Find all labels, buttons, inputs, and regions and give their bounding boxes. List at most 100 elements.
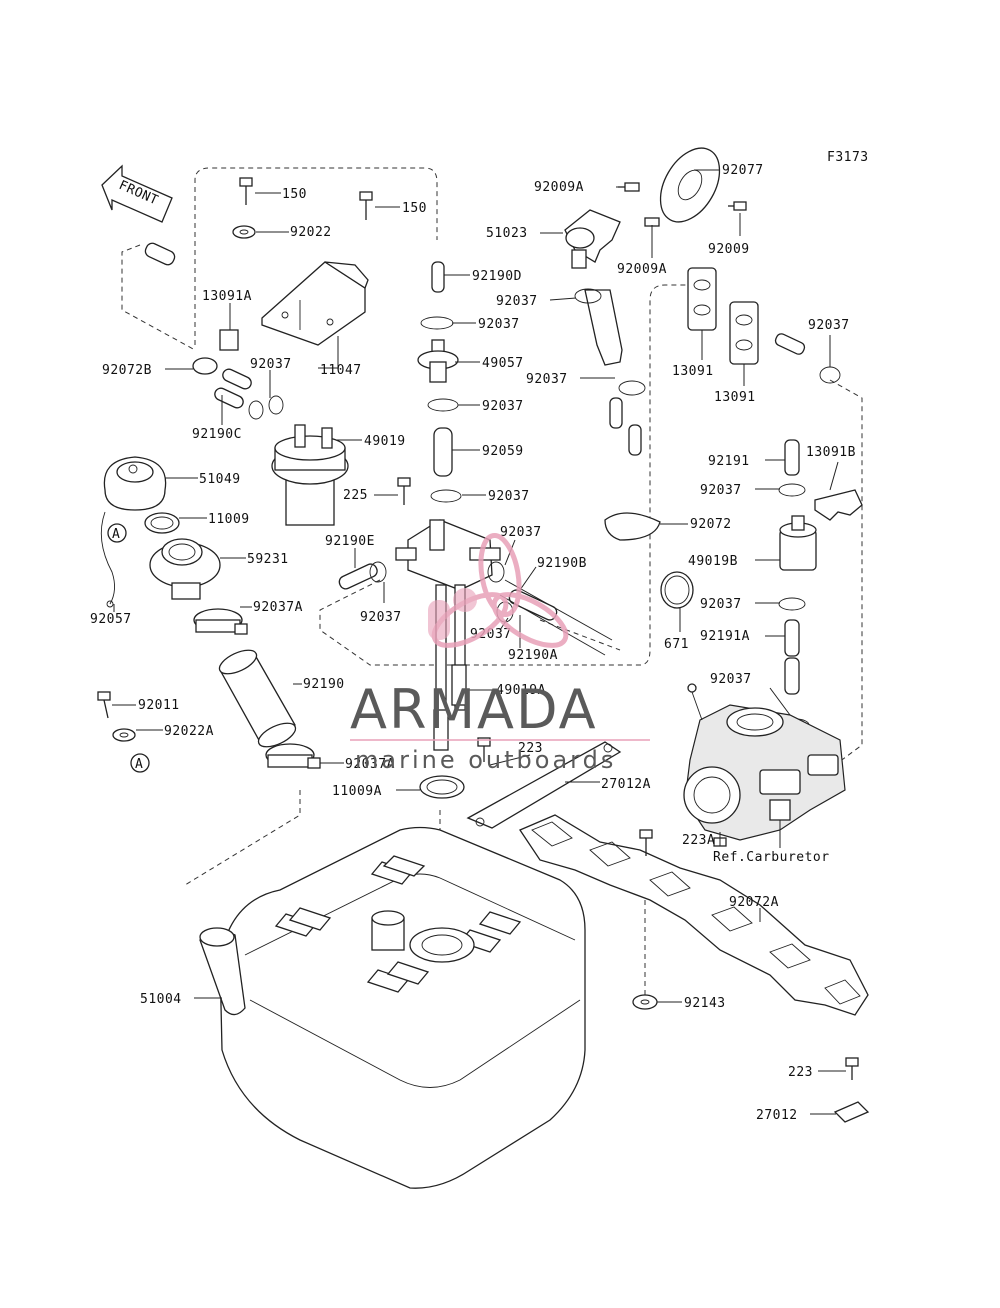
bolt-223-right [845, 1057, 859, 1080]
callout-92009A-b: 92009A [617, 262, 667, 277]
callout-92077: 92077 [722, 163, 764, 178]
callout-92037-d: 92037 [488, 489, 530, 504]
hose-clamp-92072 [604, 512, 661, 541]
callout-51023: 51023 [486, 226, 528, 241]
hose-clamp-92037A [193, 608, 248, 635]
callout-13091A: 13091A [202, 289, 252, 304]
washer-92022 [232, 225, 256, 239]
fuel-pump-51023 [564, 209, 621, 269]
clip-92037-e [369, 561, 387, 583]
callout-92072B: 92072B [102, 363, 152, 378]
hose-fittings-left [144, 242, 284, 420]
callout-59231: 59231 [247, 552, 289, 567]
callout-labels: 150 150 92022 11047 13091A 92072B 92190C… [90, 163, 856, 1123]
bolt-150-b [359, 191, 373, 220]
callout-92190C: 92190C [192, 427, 242, 442]
callout-92191: 92191 [708, 454, 750, 469]
clip-92037-j [819, 366, 841, 384]
callout-27012: 27012 [756, 1108, 798, 1123]
callout-92037-l: 92037 [700, 597, 742, 612]
callout-92059: 92059 [482, 444, 524, 459]
fuel-cap-51049 [103, 456, 167, 511]
callout-11047: 11047 [320, 363, 362, 378]
hose-clamp-92037A-lower [265, 743, 321, 769]
callout-92037-m: 92037 [710, 672, 752, 687]
callout-92037-h: 92037 [496, 294, 538, 309]
bolt-150-a [239, 177, 253, 205]
clip-92037-l [778, 597, 806, 611]
marker-a-top-label: A [112, 527, 120, 542]
callout-223-center: 223 [518, 741, 543, 756]
callout-49019A: 49019A [496, 683, 546, 698]
callout-92037-e: 92037 [360, 610, 402, 625]
callout-223-right: 223 [788, 1065, 813, 1080]
clip-92037-i [618, 380, 646, 396]
o-ring-671 [660, 571, 694, 609]
clip-92037-k [778, 483, 806, 497]
filler-neck-59231 [149, 538, 221, 600]
callout-92037-f: 92037 [500, 525, 542, 540]
callout-92057: 92057 [90, 612, 132, 627]
callout-92143: 92143 [684, 996, 726, 1011]
callout-92190A: 92190A [508, 648, 558, 663]
callout-92009A: 92009A [534, 180, 584, 195]
callout-92191A: 92191A [700, 629, 750, 644]
clip-92037-center-3 [430, 489, 462, 503]
callout-150-b: 150 [402, 201, 427, 216]
callout-92037-b: 92037 [478, 317, 520, 332]
callout-11009A: 11009A [332, 784, 382, 799]
callout-92037A: 92037A [253, 600, 303, 615]
callout-92037-c: 92037 [482, 399, 524, 414]
callout-49019B: 49019B [688, 554, 738, 569]
fuel-tank-51004 [199, 826, 586, 1189]
callout-13091B: 13091B [806, 445, 856, 460]
callout-92037-k: 92037 [700, 483, 742, 498]
hose-right-top [774, 333, 806, 355]
hose-92191A [784, 619, 800, 695]
propeller-logo-icon [428, 532, 569, 648]
callout-150-a: 150 [282, 187, 307, 202]
diagram-code: F3173 [827, 150, 869, 165]
ref-carburetor-label: Ref.Carburetor [713, 850, 830, 865]
callout-49019: 49019 [364, 434, 406, 449]
bolt-225 [397, 477, 411, 505]
callout-51004: 51004 [140, 992, 182, 1007]
callout-671: 671 [664, 637, 689, 652]
callout-92009: 92009 [708, 242, 750, 257]
callout-92190D: 92190D [472, 269, 522, 284]
bolt-223-center [477, 737, 491, 762]
washer-92143 [632, 994, 658, 1010]
callout-92022: 92022 [290, 225, 332, 240]
fuel-filter-bracket [261, 261, 369, 346]
callout-92011: 92011 [138, 698, 180, 713]
callout-49057: 49057 [482, 356, 524, 371]
callout-92072: 92072 [690, 517, 732, 532]
tether-92057 [100, 511, 115, 608]
marker-a-bottom-label: A [135, 757, 143, 772]
clip-92037-f [487, 561, 505, 583]
callout-92190B: 92190B [537, 556, 587, 571]
bolt-plate [639, 829, 653, 856]
clamp-13091-a [687, 267, 717, 331]
hose-92190E [338, 563, 378, 590]
fuel-filter-49019 [271, 424, 349, 526]
pump-hose-right [584, 289, 623, 366]
pump-outlet-hoses [609, 397, 642, 456]
callout-92072A: 92072A [729, 895, 779, 910]
callout-92037-g: 92037 [470, 627, 512, 642]
callout-223A: 223A [682, 833, 715, 848]
callout-92190: 92190 [303, 677, 345, 692]
carburetor-reference [683, 683, 846, 841]
gasket-11009 [144, 512, 180, 534]
callout-27012A: 27012A [601, 777, 651, 792]
hose-92059 [433, 427, 453, 477]
watermark-tagline: marine outboards [355, 746, 616, 774]
marker-a-top [107, 523, 127, 543]
callout-92037-j: 92037 [808, 318, 850, 333]
clamp-13091-b [729, 301, 759, 365]
callout-11009: 11009 [208, 512, 250, 527]
clip-92037-center-1 [420, 316, 454, 330]
callout-225: 225 [343, 488, 368, 503]
